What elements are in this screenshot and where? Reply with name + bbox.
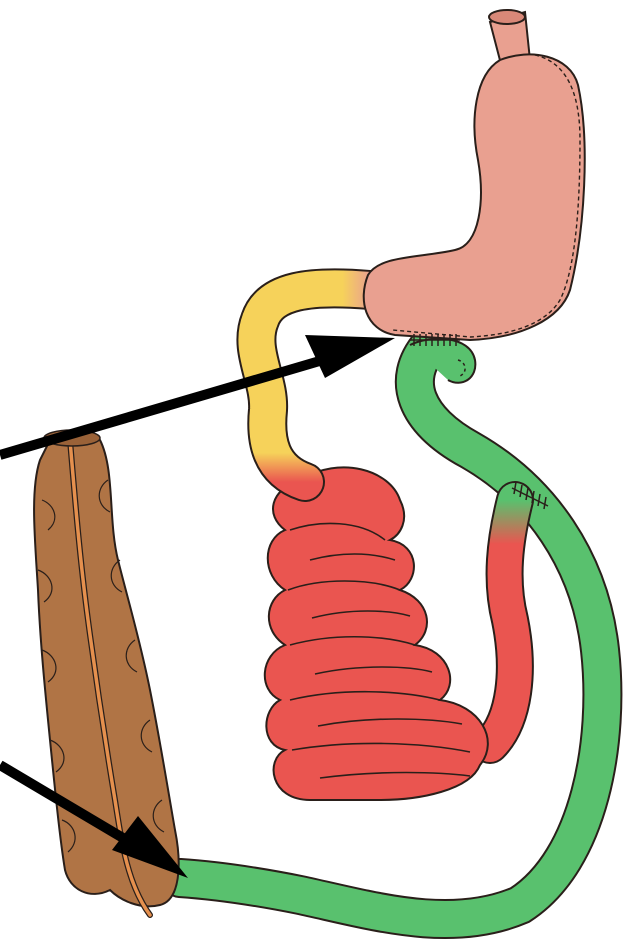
- jejunal-loops: [265, 467, 488, 800]
- jejunal-coil-mass: [265, 467, 488, 800]
- esophagus-lumen: [489, 10, 525, 24]
- stomach: [364, 10, 585, 346]
- stomach-body: [364, 54, 585, 340]
- biliopancreatic-limb-fill: [490, 500, 515, 745]
- arrow-to-gastrojejunostomy: [0, 335, 395, 455]
- duodenal-segment: [256, 288, 370, 482]
